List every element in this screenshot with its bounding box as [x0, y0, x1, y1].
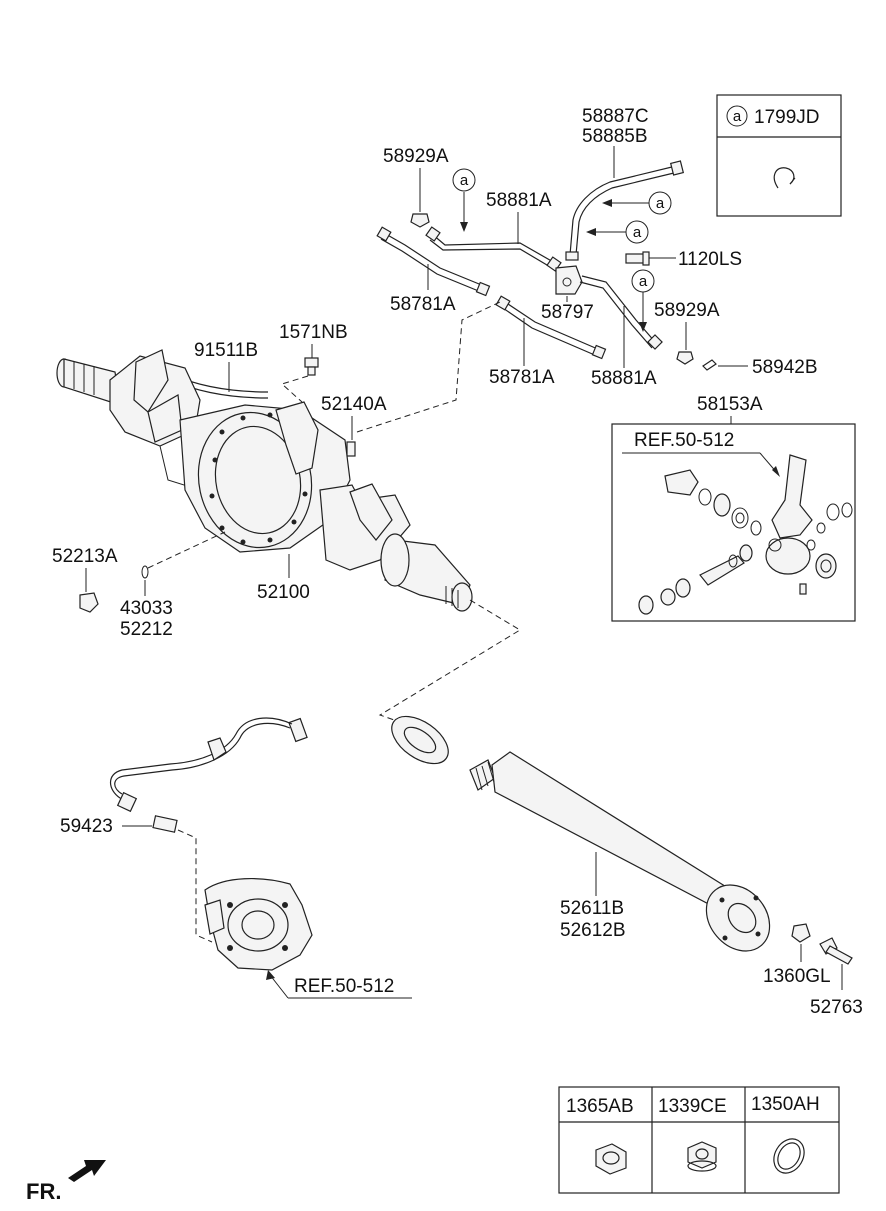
knuckle-arm: [771, 454, 813, 539]
label-58887C: 58887C: [582, 106, 649, 127]
label-58881A-lower: 58881A: [591, 368, 657, 389]
gasket-43033: [141, 565, 149, 579]
gasket-plate: [664, 469, 699, 496]
axle-tube-flange: [380, 533, 410, 587]
label-52763: 52763: [810, 997, 863, 1018]
legend-symbol: a: [733, 108, 742, 125]
bearing-outer: [391, 715, 449, 765]
wheel-speed-sensor-group: 59423: [60, 717, 308, 943]
svg-text:a: a: [633, 224, 642, 241]
brake-pipe-58781A-upper: [383, 232, 485, 287]
callout-a-1: [452, 168, 476, 192]
seal-outer: [815, 553, 837, 579]
drain-plug-52213A: [79, 592, 99, 613]
axle-housing-group: 91511B 1571NB 52140A: [56, 301, 501, 612]
label-52611B: 52611B: [560, 898, 624, 919]
brake-pipe-58781A-lower: [501, 299, 601, 351]
label-91511B: 91511B: [194, 340, 258, 361]
label-52140A: 52140A: [321, 394, 387, 415]
front-arrow-icon: [68, 1160, 106, 1182]
bleeder-cap-58929A: [410, 213, 430, 228]
label-58797: 58797: [541, 302, 594, 323]
small-parts-table: 1365AB 1339CE 1350AH: [558, 1086, 840, 1194]
label-59423: 59423: [60, 816, 113, 837]
clip-58942B: [702, 359, 717, 371]
label-58942B: 58942B: [752, 357, 818, 378]
label-1120LS: 1120LS: [678, 249, 742, 270]
flange-nut-icon: [687, 1141, 717, 1172]
front-label: FR.: [26, 1179, 61, 1204]
label-52100: 52100: [257, 582, 310, 603]
sensor-connector: [288, 717, 308, 743]
brake-hose-58887C: [569, 165, 677, 256]
label-58153A: 58153A: [697, 394, 763, 415]
table-header-1350AH: 1350AH: [751, 1094, 820, 1115]
sensor-cable-59423: [109, 717, 293, 803]
label-58929A-mid: 58929A: [654, 300, 720, 321]
label-1571NB: 1571NB: [279, 322, 348, 343]
brake-pipes-group: 58887C 58885B a a a a 58929A 58881A: [376, 106, 818, 389]
flange-ref-label: REF.50-512: [294, 976, 394, 997]
label-52213A: 52213A: [52, 546, 118, 567]
label-43033: 43033: [120, 598, 173, 619]
knuckle-body: [765, 537, 811, 575]
sensor-head: [116, 791, 138, 813]
brake-pipe-58881A-lower: [581, 275, 657, 344]
label-58781A-lower: 58781A: [489, 367, 555, 388]
svg-text:a: a: [656, 195, 665, 212]
axle-tube-end-right: [451, 582, 473, 612]
label-52612B: 52612B: [560, 920, 626, 941]
clip-icon: [773, 167, 787, 189]
legend-code-label: 1799JD: [754, 107, 820, 128]
kit-ref-label: REF.50-512: [634, 430, 734, 451]
brake-flange-group: REF.50-512: [204, 878, 412, 999]
legend-box: a 1799JD: [716, 94, 842, 217]
hex-nut-icon: [595, 1143, 627, 1175]
svg-text:a: a: [639, 273, 648, 290]
snap-ring-icon: [773, 1138, 805, 1174]
label-58929A-top: 58929A: [383, 146, 449, 167]
table-header-1365AB: 1365AB: [566, 1096, 634, 1117]
label-52212: 52212: [120, 619, 173, 640]
callout-a-icon: [726, 105, 748, 127]
adjuster-shaft: [699, 555, 745, 586]
label-58881A-top: 58881A: [486, 190, 552, 211]
washer-1360GL: [791, 923, 811, 943]
drain-plug-group: 52213A 43033 52212: [52, 531, 226, 640]
brake-pipe-58881A-top: [431, 233, 556, 264]
cover-bracket: [275, 401, 319, 475]
bearing-inner: [713, 493, 731, 517]
label-58781A-upper: 58781A: [390, 294, 456, 315]
bleeder-cap-58929A-mid: [676, 351, 694, 365]
kit-box-58153A: 58153A REF.50-512: [611, 394, 856, 622]
clip-icon-tail: [785, 167, 795, 185]
bolt-1120LS: [625, 253, 645, 264]
svg-text:a: a: [460, 172, 469, 189]
label-1360GL: 1360GL: [763, 966, 831, 987]
breather-52140A: [346, 441, 356, 457]
cable-grommet: [207, 737, 227, 761]
axle-shaft-group: 52611B 52612B 1360GL 52763: [378, 599, 863, 1018]
sensor-sleeve: [152, 815, 178, 833]
axle-shaft-52611B: [491, 751, 729, 911]
bolt-1571NB: [304, 357, 319, 368]
junction-block-58797: [555, 265, 583, 295]
table-header-1339CE: 1339CE: [658, 1096, 727, 1117]
label-58885B: 58885B: [582, 126, 648, 147]
front-direction-indicator: FR.: [26, 1160, 106, 1204]
